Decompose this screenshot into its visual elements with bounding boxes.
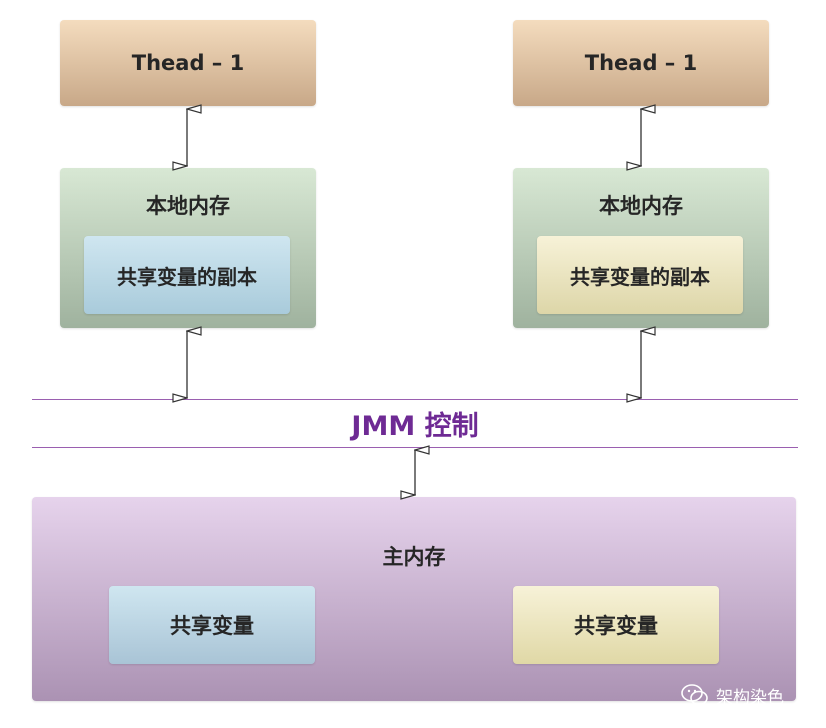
local-memory-title: 本地内存: [599, 194, 683, 218]
thread-label: Thead – 1: [584, 51, 698, 75]
local-memory-title: 本地内存: [146, 194, 230, 218]
jmm-top-line: [32, 399, 798, 400]
wechat-icon: [681, 684, 708, 706]
shared-variable-left: 共享变量: [109, 586, 315, 664]
shared-variable-label: 共享变量: [574, 614, 658, 638]
jmm-control-label: JMM 控制: [351, 410, 479, 442]
local-memory-box-left: 本地内存 共享变量的副本: [60, 168, 316, 328]
watermark-text: 架构染色: [716, 687, 784, 708]
local-memory-box-right: 本地内存 共享变量的副本: [513, 168, 769, 328]
shared-variable-label: 共享变量: [170, 614, 254, 638]
shared-variable-right: 共享变量: [513, 586, 719, 664]
thread-box-right: Thead – 1: [513, 20, 769, 106]
shared-variable-copy-right: 共享变量的副本: [537, 236, 743, 314]
thread-label: Thead – 1: [131, 51, 245, 75]
shared-variable-copy-label: 共享变量的副本: [570, 264, 710, 289]
thread-box-left: Thead – 1: [60, 20, 316, 106]
shared-variable-copy-label: 共享变量的副本: [117, 264, 257, 289]
watermark: 架构染色: [680, 681, 784, 709]
shared-variable-copy-left: 共享变量的副本: [84, 236, 290, 314]
main-memory-box: 主内存 共享变量 共享变量: [32, 497, 796, 701]
main-memory-title: 主内存: [382, 545, 446, 569]
